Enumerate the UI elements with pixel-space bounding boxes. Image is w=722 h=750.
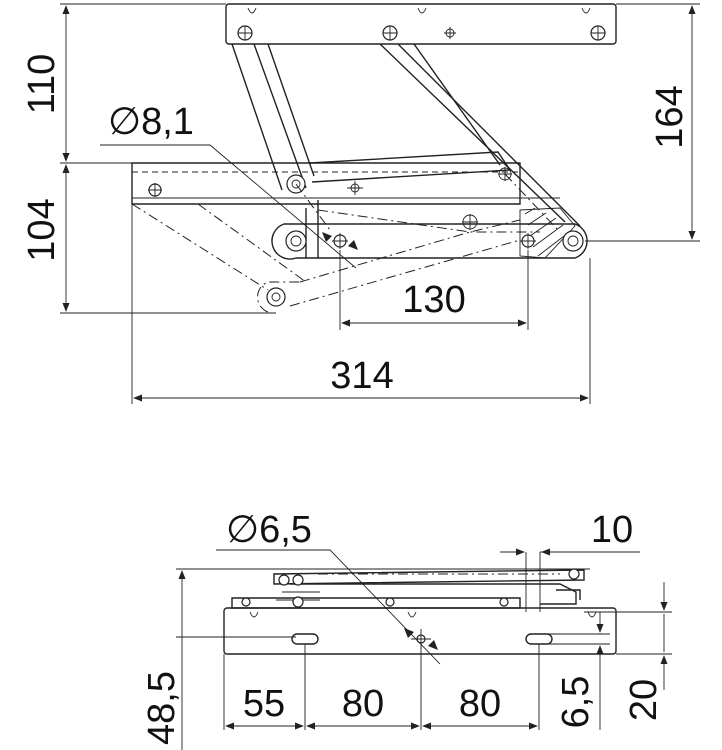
dim-label-110: 110 (21, 54, 63, 115)
dim-label-diameter-8-1: ∅8,1 (108, 101, 194, 143)
linkage-arms (231, 43, 588, 260)
bottom-view: 48,5 ∅6,5 10 55 80 80 (141, 509, 672, 750)
lower-base-bracket (131, 162, 521, 205)
dim-spacing-row: 55 80 80 (223, 644, 540, 730)
folded-linkage-side (231, 568, 585, 609)
dim-label-55: 55 (243, 683, 285, 725)
dim-label-80-second: 80 (459, 683, 501, 725)
dim-label-80-first: 80 (342, 683, 384, 725)
dim-label-104: 104 (21, 198, 63, 261)
dim-label-20: 20 (623, 679, 665, 721)
base-plate (223, 607, 617, 655)
pivot-points (148, 167, 584, 252)
dim-height-48-5: 48,5 (141, 570, 186, 750)
upper-plate-holes (237, 7, 606, 41)
dim-length-314: 314 (131, 204, 591, 404)
dim-label-6-5: 6,5 (555, 676, 597, 729)
dim-label-164: 164 (649, 85, 691, 148)
dim-height-110: 110 (21, 3, 226, 164)
dim-slot-6-5: 6,5 (548, 612, 610, 730)
dim-label-48-5: 48,5 (141, 671, 183, 745)
dim-height-164: 164 (585, 3, 700, 242)
folded-phantom-position (131, 173, 561, 313)
dim-diameter-6-5: ∅6,5 (216, 509, 441, 665)
hatched-section (519, 207, 576, 259)
top-view: 110 104 164 ∅8,1 130 (21, 3, 700, 404)
dim-label-130: 130 (402, 279, 465, 321)
mounting-slots (291, 629, 553, 649)
dim-height-20: 20 (584, 582, 672, 721)
dim-spacing-130: 130 (339, 250, 529, 330)
dim-label-10: 10 (591, 509, 633, 551)
dim-label-diameter-6-5: ∅6,5 (226, 509, 312, 551)
upper-mounting-plate (225, 3, 617, 45)
dim-label-314: 314 (330, 355, 393, 397)
dim-diameter-8-1: ∅8,1 (100, 101, 358, 269)
dim-height-104: 104 (21, 164, 276, 314)
dim-offset-10: 10 (500, 509, 640, 612)
